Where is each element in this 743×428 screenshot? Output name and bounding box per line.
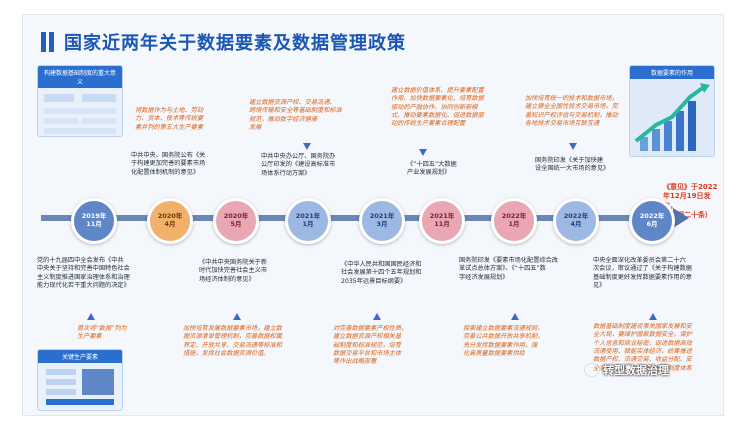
timeline-node-2022-1: 2022年 1月 [491, 198, 537, 244]
meaning-panel-header: 构建数据基础制度的重大意义 [38, 66, 122, 88]
timeline-node-2019-11: 2019年 11月 [71, 198, 117, 244]
note-2020-5-bottom: 加快培育发展数据要素市场，建立数 据资源清单管理机制，完善数据权属 界定、开放共… [183, 325, 282, 358]
arrow-up-icon [233, 313, 241, 320]
note-2019-11-lower: 党的十九届四中全会发布《中共 中央关于坚持和完善中国特色社会 主义制度推进国家治… [37, 257, 130, 290]
node-month: 11月 [434, 220, 450, 228]
note-2022-4-top: 加快培育统一的技术和数据市场， 建立健全全国性技术交易市场，完 善知识产权评估与… [525, 95, 618, 128]
role-panel-header: 数据要素的作用 [630, 66, 714, 79]
node-year: 2021年 [429, 212, 455, 221]
note-2022-6-bottom: 数据基础制度建设事关国家发展和安 全大局，要维护国家数据安全，保护 个人信息和商… [593, 323, 692, 372]
note-2021-11-top: 建立数据价值体系、提升要素配置 作用、加快数据要素化、培育数据 驱动的产融协作、… [391, 87, 484, 128]
timeline-node-2022-4: 2022年 4月 [553, 198, 599, 244]
wechat-icon [585, 364, 599, 376]
note-2022-6-lower: 中央全面深化改革委员会第二十六 次会议，审议通过了《关于构建数据 基础制度更好发… [593, 257, 692, 290]
timeline-bar [41, 215, 675, 221]
note-2021-3-lower: 《中华人民共和国国民经济和 社会发展第十四个五年规划和 2035年远景目标纲要》 [341, 261, 422, 285]
node-year: 2020年 [157, 212, 183, 221]
wechat-watermark: 转型数据治理 [585, 362, 669, 378]
arrow-up-icon [511, 313, 519, 320]
note-2020-4-upper: 中共中央、国务院公布《关 于构建更加完善的要素市场 化配置体制机制的意见》 [131, 152, 206, 176]
node-month: 1月 [302, 220, 314, 228]
arrow-up-icon [87, 313, 95, 320]
node-month: 6月 [646, 220, 658, 228]
node-year: 2019年 [81, 212, 107, 221]
timeline-node-2021-1: 2021年 1月 [285, 198, 331, 244]
note-2019-11-bottom: 首次将“数据”列为 生产要素 [77, 325, 127, 341]
node-month: 11月 [86, 220, 102, 228]
title-bar: 国家近两年关于数据要素及数据管理政策 [41, 29, 406, 55]
meaning-panel: 构建数据基础制度的重大意义 [37, 65, 123, 137]
policy-slide: 国家近两年关于数据要素及数据管理政策 构建数据基础制度的重大意义 数据要素的作用 [22, 14, 724, 416]
key-factor-panel: 关键生产要素 [37, 349, 123, 411]
node-month: 4月 [570, 220, 582, 228]
node-year: 2021年 [369, 212, 395, 221]
note-2020-4-top: 将数据作为与土地、劳动 力、资本、技术等传统要 素并列的第五大生产要素 [135, 107, 204, 131]
growth-arrow-graphic [630, 79, 714, 156]
arrow-down-icon [303, 143, 311, 150]
node-month: 3月 [376, 220, 388, 228]
node-month: 4月 [164, 220, 176, 228]
arrow-up-icon [649, 313, 657, 320]
node-year: 2021年 [295, 212, 321, 221]
node-year: 2020年 [223, 212, 249, 221]
note-2021-1-upper: 中共中央办公厅、国务院办 公厅印发的《建设高标准市 场体系行动方案》 [261, 153, 336, 177]
meaning-panel-graphic [38, 88, 122, 136]
timeline-node-2022-6: 2022年 6月 [629, 198, 675, 244]
timeline-node-2021-11: 2021年 11月 [419, 198, 465, 244]
note-2021-1-top: 建立数据资源产权、交易流通、 跨境传输和安全等基础制度和标准 规范，推动数字经济… [249, 99, 342, 132]
key-factor-panel-header: 关键生产要素 [38, 350, 122, 363]
title-bars-icon [41, 32, 54, 52]
key-factor-graphic [38, 363, 122, 410]
timeline-arrow-icon [673, 208, 689, 228]
note-2021-3-bottom: 对完善数据要素产权性质， 建立数据资源产权相关基 础制度和标准规范，培育 数据交… [333, 325, 408, 366]
timeline-node-2020-4: 2020年 4月 [147, 198, 193, 244]
timeline-node-2020-5: 2020年 5月 [213, 198, 259, 244]
arrow-up-icon [373, 313, 381, 320]
note-2022-1-bottom: 探索建立数据要素流通规则， 完善公共数据开放共享机制， 充分发挥数据要素作用，强… [463, 325, 544, 358]
note-2022-4-upper: 国务院印发《关于加快建 设全国统一大市场的意见》 [535, 157, 610, 173]
watermark-text: 转型数据治理 [603, 364, 669, 377]
node-month: 1月 [508, 220, 520, 228]
page-title: 国家近两年关于数据要素及数据管理政策 [64, 33, 406, 54]
node-year: 2022年 [563, 212, 589, 221]
node-year: 2022年 [639, 212, 665, 221]
note-2022-1-lower: 国务院印发《要素市场化配置综合改 革试点总体方案》、《“十四五”数 字经济发展规… [459, 257, 558, 281]
note-2020-5-lower: 《中共中央国务院关于新 时代加快完善社会主义市 场经济体制的意见》 [199, 259, 268, 283]
role-panel: 数据要素的作用 [629, 65, 715, 157]
arrow-down-icon [419, 149, 427, 156]
node-year: 2022年 [501, 212, 527, 221]
timeline-node-2021-3: 2021年 3月 [359, 198, 405, 244]
note-2021-11-upper: 《“十四五”大数据 产业发展规划》 [407, 161, 457, 177]
node-month: 5月 [230, 220, 242, 228]
arrow-down-icon [569, 143, 577, 150]
